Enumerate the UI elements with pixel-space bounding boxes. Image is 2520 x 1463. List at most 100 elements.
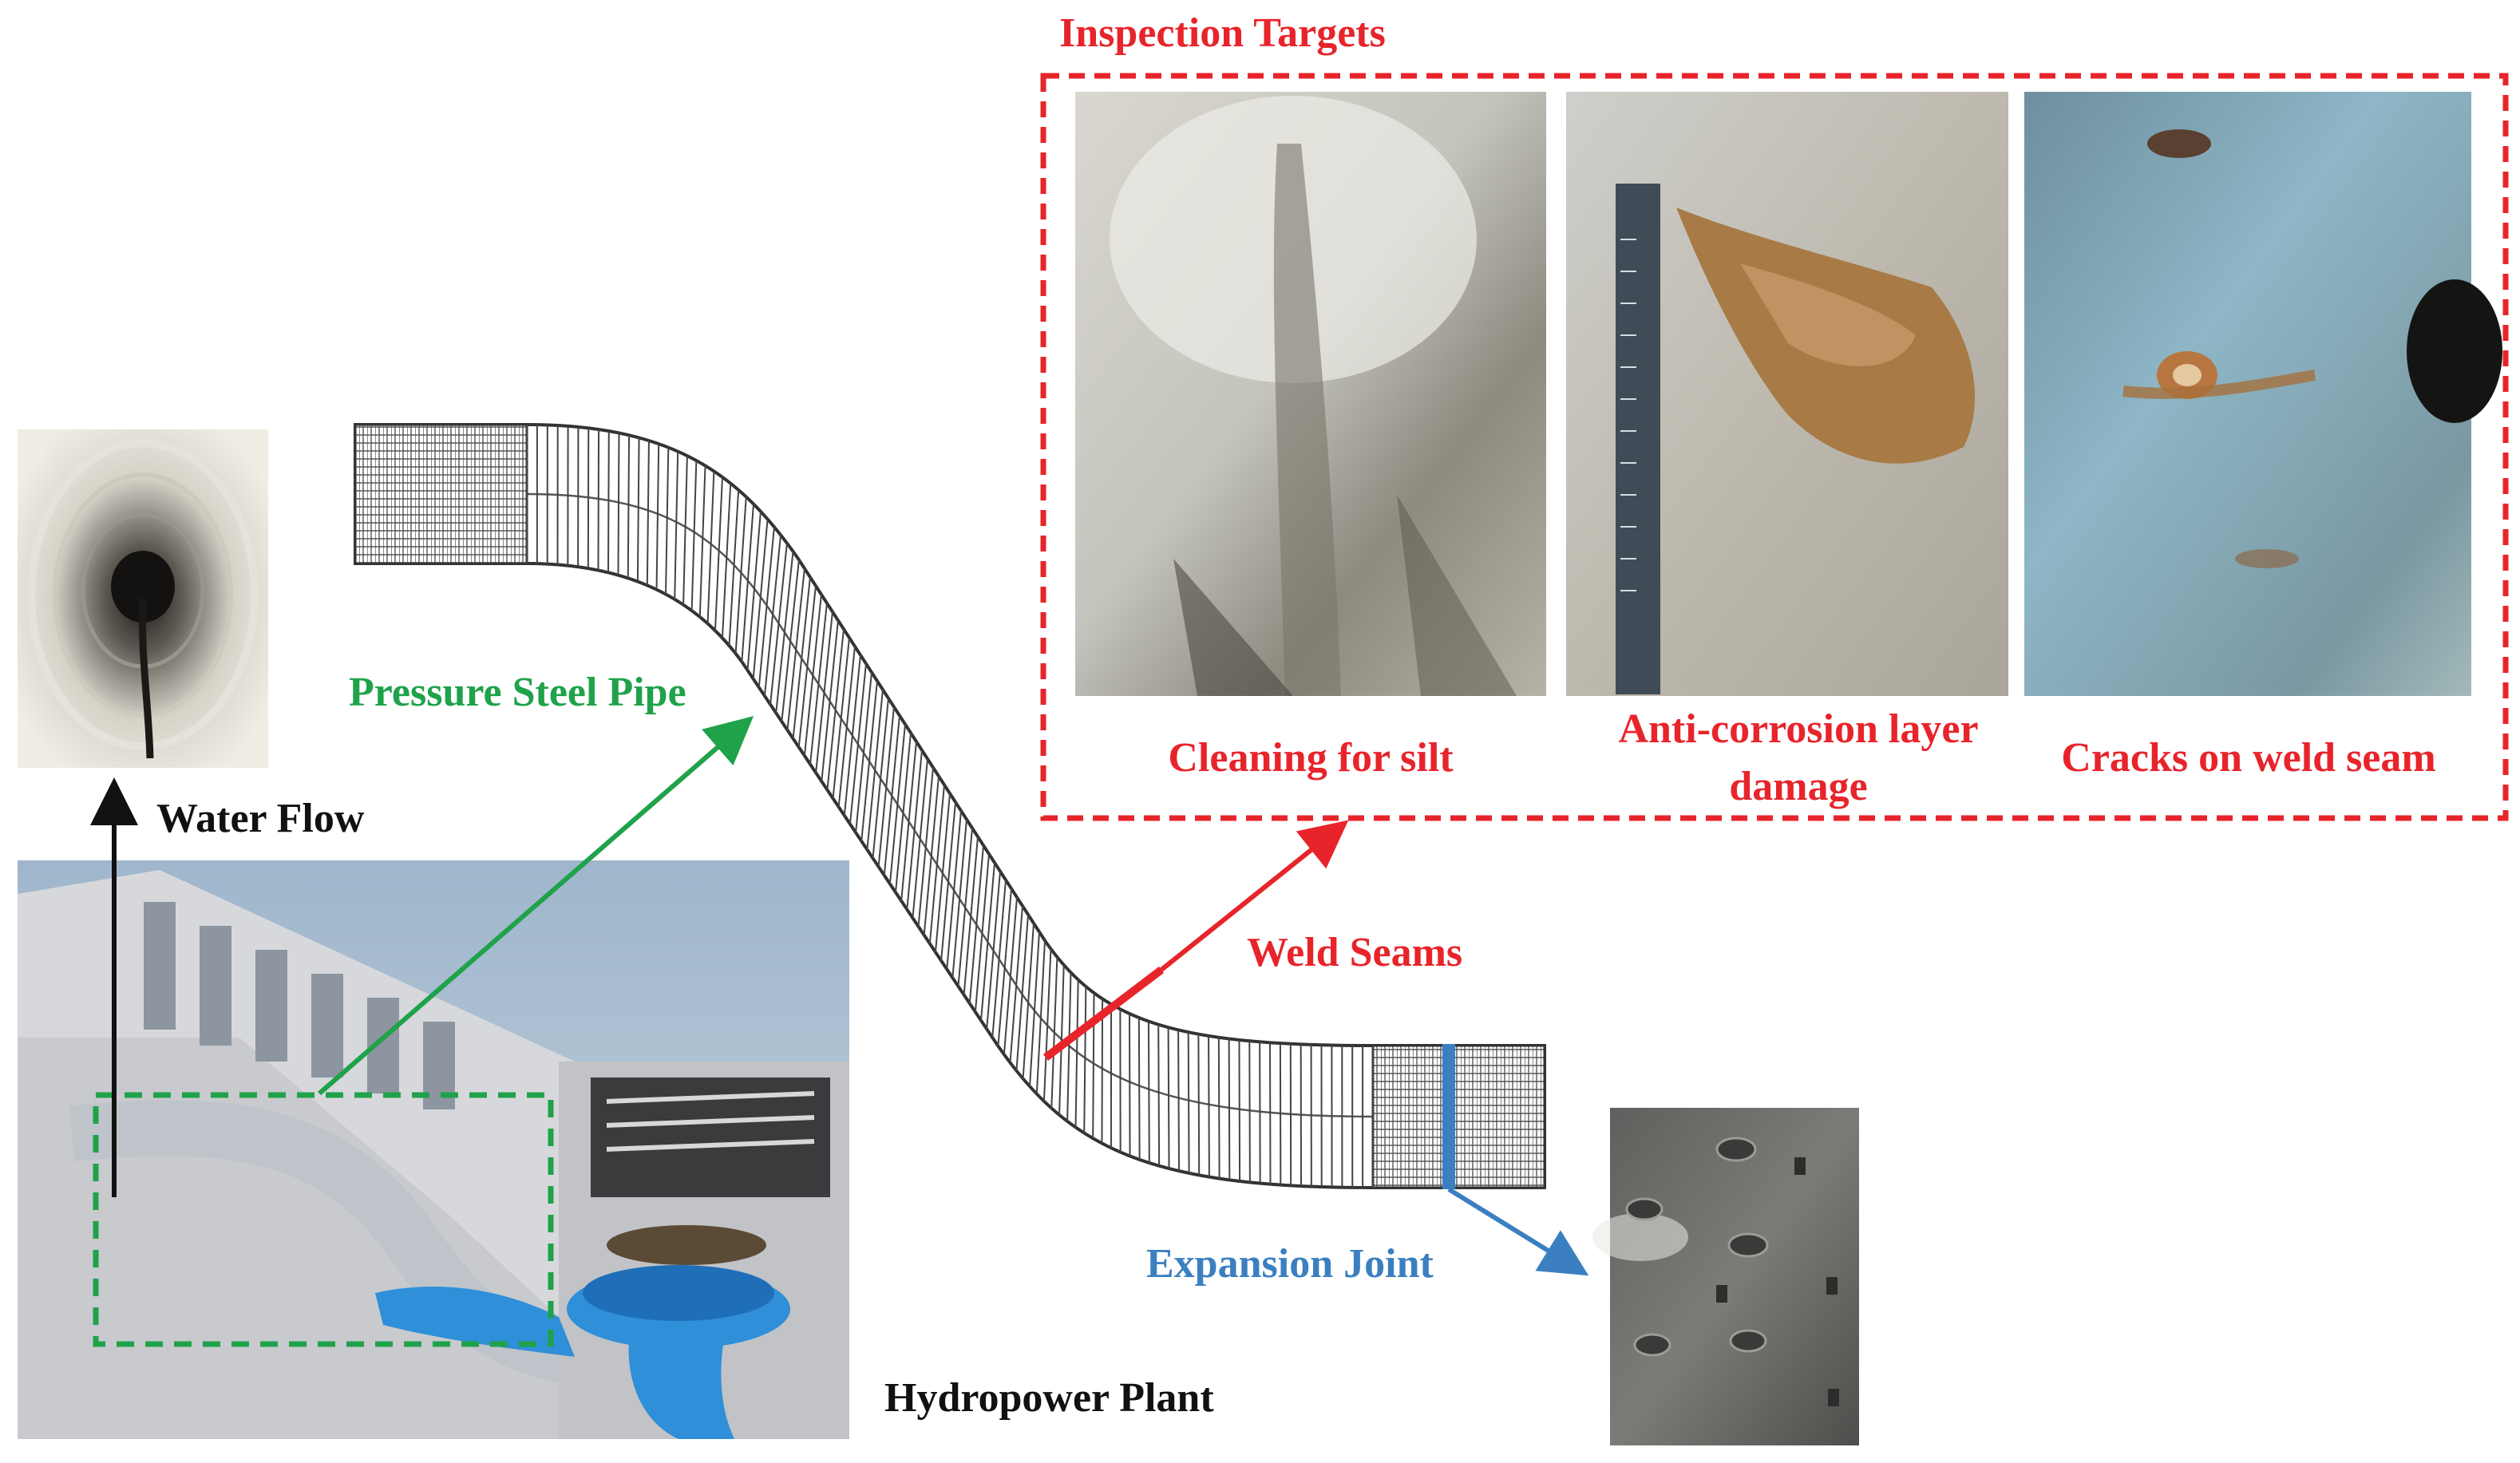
pipe-segment-ring xyxy=(803,594,822,756)
weld-seams-label: Weld Seams xyxy=(1247,930,1462,975)
silt-photo xyxy=(1075,92,1546,696)
pipe-segment-ring xyxy=(1074,979,1079,1128)
pipe-segment-ring xyxy=(728,489,740,646)
pipe-segment-ring xyxy=(734,496,747,654)
pipe-segment-ring xyxy=(866,689,884,850)
inspection-targets-box xyxy=(1040,73,2509,821)
pipe-segment-ring xyxy=(752,519,769,679)
pipe-segment-ring xyxy=(1137,1018,1141,1160)
pipe-segment-ring xyxy=(636,437,640,582)
pipe-segment-ring xyxy=(1177,1030,1181,1172)
pipe-segment-ring xyxy=(832,637,850,799)
pipe-segment-ring xyxy=(895,733,912,893)
pipe-segment-ring xyxy=(1042,948,1052,1101)
pipe-segment-ring xyxy=(986,871,1001,1030)
pipe-segment-ring xyxy=(690,460,698,611)
expansion-joint-arrow xyxy=(1447,1187,1589,1276)
pipe-segment-ring xyxy=(843,654,861,816)
pipe-segment-ring xyxy=(1058,965,1065,1115)
pipe-segment-ring xyxy=(758,527,775,688)
pipe-segment-ring xyxy=(968,845,984,1004)
pipe-segment-ring xyxy=(1248,1041,1251,1183)
pipe-segment-ring xyxy=(888,724,906,884)
pipe-segment-ring xyxy=(1092,993,1095,1139)
pipe-segment-ring xyxy=(665,447,670,595)
pipe-segment-ring xyxy=(906,749,923,910)
pipe-segment-ring xyxy=(1083,987,1087,1133)
pipe-segment-ring xyxy=(883,715,900,876)
pipe-segment-ring xyxy=(763,535,782,696)
pipe-segment-ring xyxy=(786,568,805,730)
pipe-segment-ring xyxy=(607,431,610,573)
pressure-steel-pipe-label: Pressure Steel Pipe xyxy=(349,670,686,715)
pipe-segment-ring xyxy=(900,741,917,901)
pipe-segment-ring xyxy=(781,559,800,722)
pipe-segment-ring xyxy=(809,603,828,765)
anti-corrosion-label-line2: damage xyxy=(1729,764,1867,809)
weld-seam-marker xyxy=(1042,967,1165,1061)
pipe-segment-ring xyxy=(928,785,945,944)
pipe-region-highlight xyxy=(93,1092,554,1347)
pipe-segment-ring xyxy=(1009,906,1023,1063)
pipe-segment-ring xyxy=(917,767,934,927)
pipe-segment-ring xyxy=(991,880,1007,1038)
hydropower-plant-label: Hydropower Plant xyxy=(884,1375,1214,1421)
pipe-segment-ring xyxy=(957,828,973,987)
expansion-joint-photo xyxy=(1592,1108,1859,1445)
pipe-segment-ring xyxy=(997,888,1012,1046)
pipe-segment-ring xyxy=(646,441,650,586)
pipe-segment-ring xyxy=(706,471,715,624)
cracks-on-weld-seam-label: Cracks on weld seam xyxy=(2061,735,2435,781)
pipe-segment-ring xyxy=(792,577,811,739)
weld-seam-arrow xyxy=(1160,820,1349,972)
pipe-segment-ring xyxy=(627,435,631,579)
pipe-segment-ring xyxy=(721,483,732,639)
pipe-segment-ring xyxy=(826,629,845,790)
anti-corrosion-label-line1: Anti-corrosion layer xyxy=(1618,706,1978,752)
pipe-segment-ring xyxy=(1015,914,1030,1071)
pipe-segment-ring xyxy=(1197,1034,1201,1176)
pipe-segment-ring xyxy=(974,853,990,1012)
pipe-segment-ring xyxy=(746,511,762,670)
pipe-segment-ring xyxy=(980,862,995,1021)
pipe-segment-ring xyxy=(877,706,895,868)
anti-corrosion-damage-photo xyxy=(1566,92,2008,696)
pipe-segment-ring xyxy=(1157,1024,1161,1166)
pipe-segment-ring xyxy=(1050,957,1058,1109)
pipe-segment-ring xyxy=(1066,972,1072,1121)
pipe-segment-ring xyxy=(698,465,706,617)
pipe-segment-ring xyxy=(951,819,967,979)
pipe-segment-ring xyxy=(1035,940,1046,1094)
pipe-segment-ring xyxy=(912,758,928,919)
pipe-segment-ring xyxy=(682,456,688,605)
weld-crack-photo xyxy=(2024,92,2502,696)
hydropower-plant-photo xyxy=(18,860,849,1439)
pipe-segment-ring xyxy=(849,663,867,824)
pipe-segment-ring xyxy=(797,585,817,748)
pipe-segment-ring xyxy=(769,543,788,705)
pipe-segment-ring xyxy=(1022,923,1035,1079)
pipe-segment-ring xyxy=(940,801,956,961)
pipe-segment-ring xyxy=(714,476,723,631)
pipe-segment-ring xyxy=(775,551,794,714)
pipe-segment-ring xyxy=(617,433,620,575)
pipe-segment-ring xyxy=(1228,1038,1231,1180)
pressure-pipe-arrow xyxy=(318,716,754,1096)
pipe-segment-ring xyxy=(1029,931,1041,1087)
pipe-segment-ring xyxy=(1128,1014,1131,1157)
expansion-joint-label: Expansion Joint xyxy=(1146,1241,1434,1287)
cleaning-for-silt-label: Cleaning for silt xyxy=(1168,735,1454,781)
pipe-segment-ring xyxy=(946,810,962,970)
pipe-segment-ring xyxy=(860,681,878,841)
pipe-segment-ring xyxy=(837,646,856,808)
pipe-segment-ring xyxy=(923,776,940,935)
water-flow-label: Water Flow xyxy=(156,796,365,841)
pipe-segment-ring xyxy=(872,698,889,859)
pipe-segment-ring xyxy=(821,620,839,782)
pipe-segment-ring xyxy=(963,836,979,995)
pipe-segment-ring xyxy=(1003,897,1018,1055)
inspection-targets-title: Inspection Targets xyxy=(1059,10,1386,56)
pipe-segment-ring xyxy=(597,429,600,571)
pipe-segment-ring xyxy=(1238,1039,1241,1181)
